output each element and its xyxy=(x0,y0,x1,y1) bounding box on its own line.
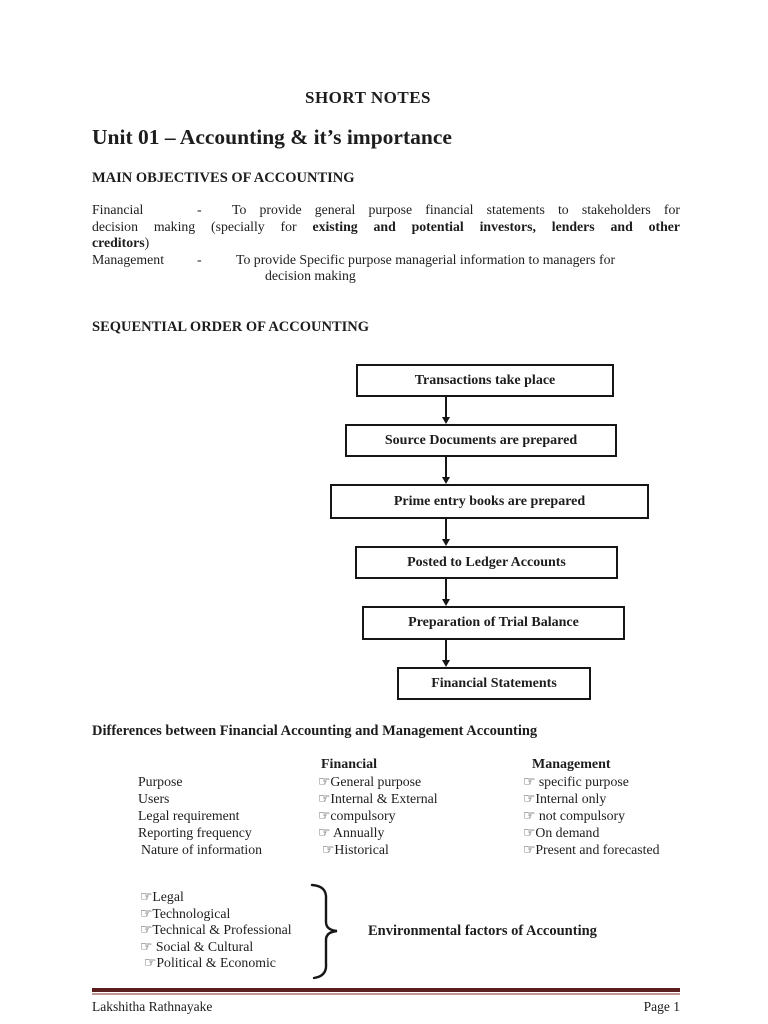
column-header-financial: Financial xyxy=(321,757,378,772)
flow-arrow-icon xyxy=(442,397,450,424)
financial-objective-line1: To provide general purpose financial sta… xyxy=(232,202,680,217)
env-item-legal: ☞Legal xyxy=(140,889,184,904)
financial-objective-line3-normal: ) xyxy=(144,235,150,250)
environmental-factors-label: Environmental factors of Accounting xyxy=(368,923,597,939)
management-objective-line2: decision making xyxy=(265,268,356,283)
flowchart-step-ledger: Posted to Ledger Accounts xyxy=(355,546,618,579)
flowchart-step-financial-statements: Financial Statements xyxy=(397,667,591,700)
row-label-legal: Legal requirement xyxy=(138,808,240,823)
financial-dash: - xyxy=(197,202,202,217)
cell-management-nature: ☞Present and forecasted xyxy=(523,842,660,857)
cell-financial-users: ☞Internal & External xyxy=(318,791,438,806)
financial-objective-line2-normal: decision making (specially for xyxy=(92,218,313,234)
flow-arrow-icon xyxy=(442,519,450,546)
curly-brace-icon xyxy=(310,883,338,980)
page-title: SHORT NOTES xyxy=(305,88,431,107)
flowchart-step-prime-entry: Prime entry books are prepared xyxy=(330,484,649,519)
flowchart-step-trial-balance: Preparation of Trial Balance xyxy=(362,606,625,640)
row-label-users: Users xyxy=(138,791,170,806)
management-objective-line1: To provide Specific purpose managerial i… xyxy=(236,251,616,267)
cell-management-legal: ☞ not compulsory xyxy=(523,808,626,823)
financial-objective-line2: decision making (specially for existing … xyxy=(92,219,680,235)
management-label: Management xyxy=(92,251,165,267)
footer-author: Lakshitha Rathnayake xyxy=(92,999,213,1014)
financial-objective-line3-bold: creditors xyxy=(92,235,145,250)
sequential-order-heading: SEQUENTIAL ORDER OF ACCOUNTING xyxy=(92,319,370,335)
column-header-management: Management xyxy=(532,757,611,772)
env-item-technical: ☞Technical & Professional xyxy=(140,922,292,937)
flowchart-step-transactions: Transactions take place xyxy=(356,364,614,397)
cell-financial-reporting: ☞ Annually xyxy=(318,825,385,840)
flow-arrow-icon xyxy=(442,457,450,484)
cell-management-reporting: ☞On demand xyxy=(523,825,600,840)
row-label-purpose: Purpose xyxy=(138,774,183,789)
cell-management-users: ☞Internal only xyxy=(523,791,607,806)
flow-arrow-icon xyxy=(442,640,450,667)
flow-arrow-icon xyxy=(442,579,450,606)
row-label-reporting: Reporting frequency xyxy=(138,825,252,840)
env-item-political: ☞Political & Economic xyxy=(144,955,276,970)
footer-rule xyxy=(92,988,680,995)
unit-heading: Unit 01 – Accounting & it’s importance xyxy=(92,125,452,149)
management-dash: - xyxy=(197,251,202,267)
cell-management-purpose: ☞ specific purpose xyxy=(523,774,629,789)
env-item-technological: ☞Technological xyxy=(140,905,231,921)
financial-objective-line2-bold: existing and potential investors, lender… xyxy=(312,218,680,234)
financial-objective-line3: creditors) xyxy=(92,235,149,251)
row-label-nature: Nature of information xyxy=(141,842,263,857)
differences-heading: Differences between Financial Accounting… xyxy=(92,723,538,739)
cell-financial-purpose: ☞General purpose xyxy=(318,774,422,789)
footer-page-number: Page 1 xyxy=(643,999,680,1014)
env-item-social: ☞ Social & Cultural xyxy=(140,938,254,954)
cell-financial-legal: ☞compulsory xyxy=(318,808,396,823)
cell-financial-nature: ☞Historical xyxy=(322,842,389,857)
flowchart-step-source-documents: Source Documents are prepared xyxy=(345,424,617,457)
financial-label: Financial xyxy=(92,202,144,217)
objectives-heading: MAIN OBJECTIVES OF ACCOUNTING xyxy=(92,170,355,186)
